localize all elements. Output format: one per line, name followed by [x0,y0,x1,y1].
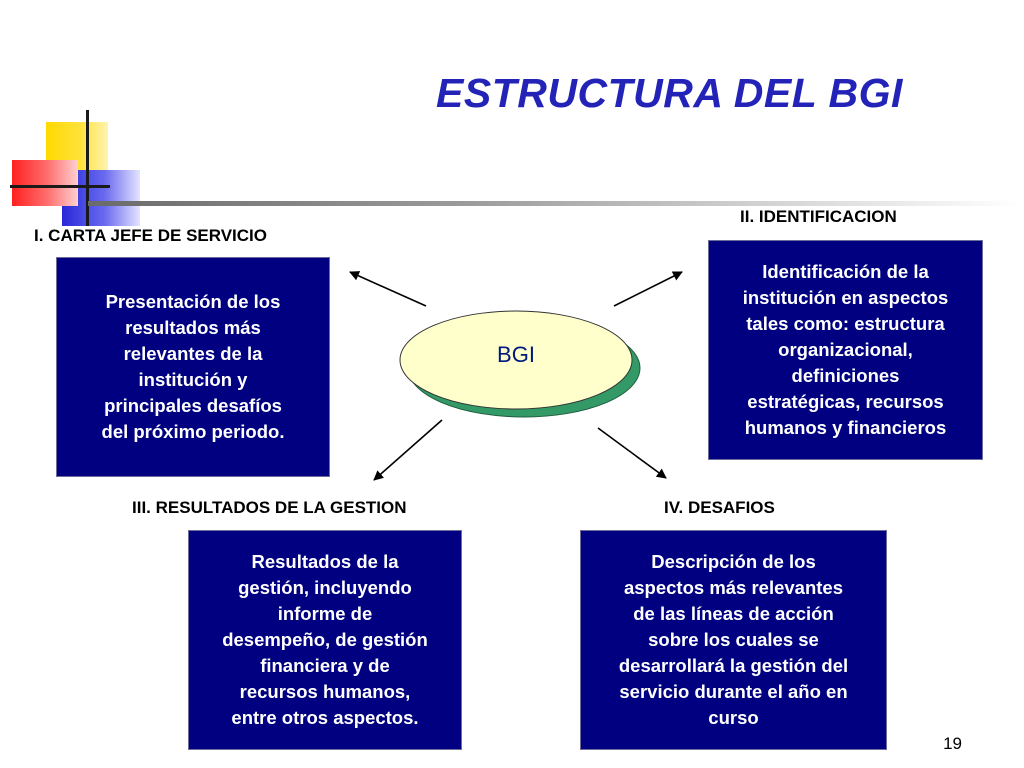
box-line: institución y [138,369,248,390]
box-line: relevantes de la [123,343,263,365]
box-line: curso [708,706,759,728]
box-line: Resultados de la [251,551,399,573]
decor-red-square [12,160,78,206]
box-line: entre otros aspectos. [231,706,419,728]
box-line: institución en aspectos [742,287,949,309]
box-line: humanos y financieros [744,416,947,438]
title-rule [88,201,1018,206]
heading-resultados: III. RESULTADOS DE LA GESTION [132,498,407,517]
box-line: de las líneas de acción [633,603,834,625]
box-line: Descripción de los [651,551,816,573]
box-line: aspectos más relevantes [623,577,844,599]
page-number: 19 [943,734,962,753]
box-line: tales como: estructura [746,313,945,335]
box-line: definiciones [791,364,900,386]
slide-title: ESTRUCTURA DEL BGI [436,70,903,116]
box-line: principales desafíos [104,394,282,416]
arrow-to-identificacion [613,271,683,307]
box-line: gestión, incluyendo [238,577,412,599]
arrow-to-resultados [373,419,443,481]
box-carta: Presentación de los resultados más relev… [56,257,330,477]
box-line: organizacional, [778,339,913,361]
box-line: Identificación de la [762,261,929,283]
box-line: recursos humanos, [239,680,411,702]
box-desafios: Descripción de los aspectos más relevant… [580,530,887,750]
box-line: del próximo periodo. [101,420,285,442]
box-line: resultados más [125,317,261,339]
box-line: Presentación de los [105,291,281,313]
box-line: estratégicas, recursos [747,390,944,412]
arrow-to-carta [349,271,427,307]
bgi-ellipse [399,310,633,410]
bgi-label: BGI [497,342,535,367]
arrow-to-desafios [597,427,667,479]
box-line: servicio durante el año en [619,680,848,702]
box-line: sobre los cuales se [648,629,819,651]
heading-carta: I. CARTA JEFE DE SERVICIO [34,226,268,245]
box-resultados: Resultados de la gestión, incluyendo inf… [188,530,462,750]
box-identificacion: Identificación de la institución en aspe… [708,240,983,460]
box-line: desempeño, de gestión [222,629,428,651]
box-line: desarrollará la gestión del [618,654,849,676]
heading-desafios: IV. DESAFIOS [664,498,775,517]
decor-horizontal-line [10,185,110,188]
box-line: financiera y de [260,654,390,676]
decor-vertical-line [86,110,89,226]
heading-identificacion: II. IDENTIFICACION [740,207,897,226]
box-line: informe de [277,603,373,625]
